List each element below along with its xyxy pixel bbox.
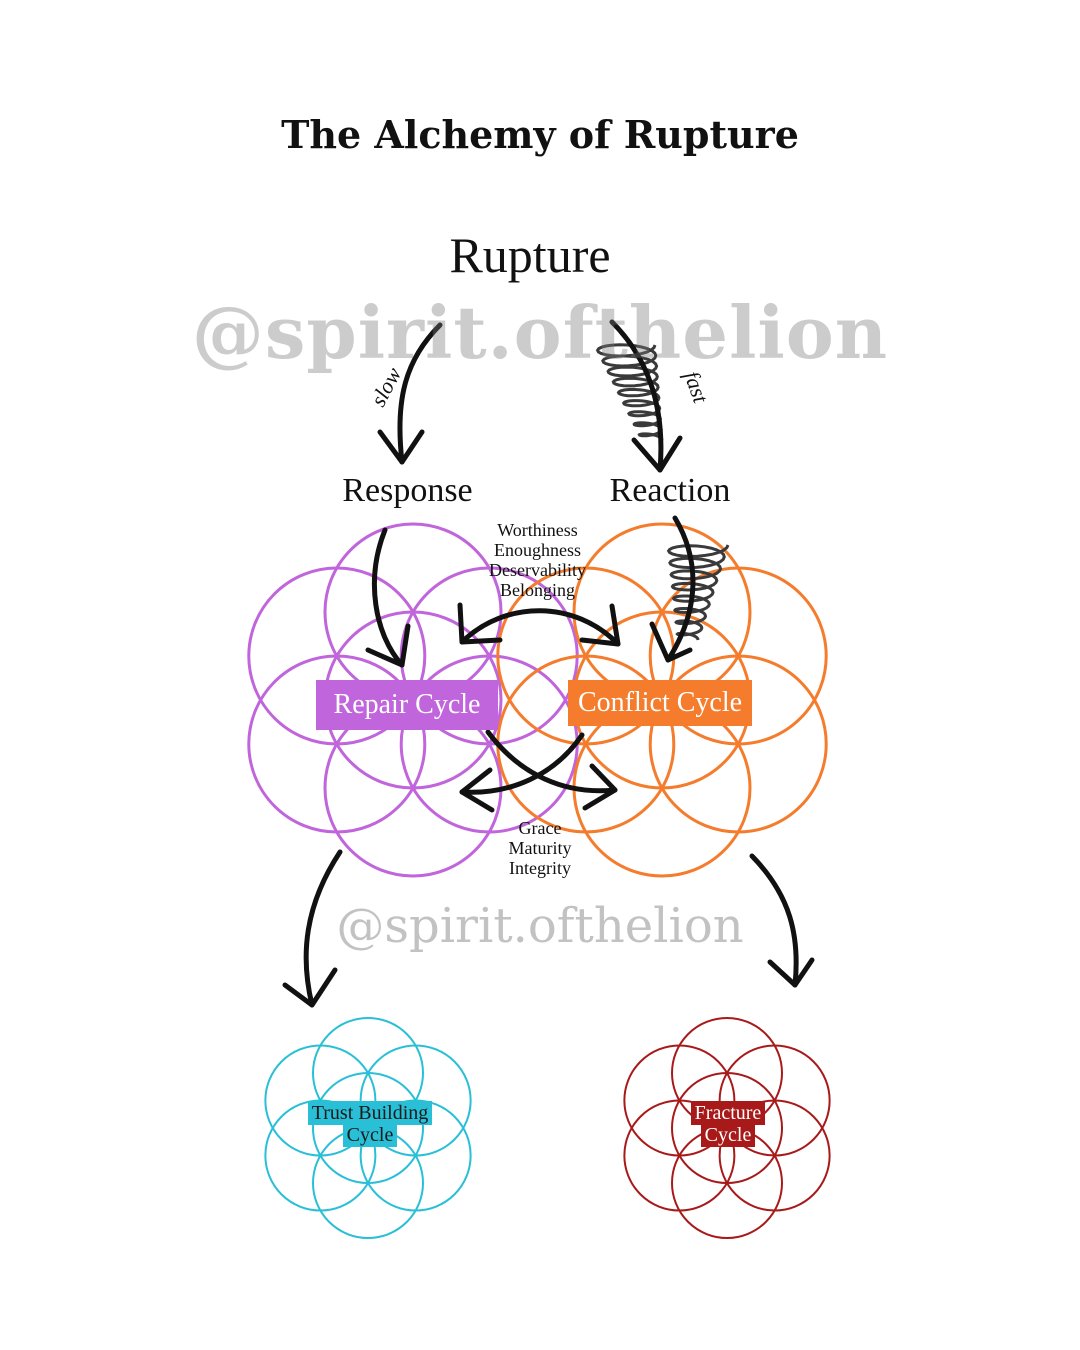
watermark-large: @spirit.ofthelion [191, 290, 889, 375]
conflict-to-fracture-arrow-icon [749, 853, 799, 988]
conflict-repair-cross-arrow-icon [459, 732, 585, 795]
trust-label-line: Cycle [342, 1123, 398, 1147]
arrowhead-icon [631, 435, 683, 473]
quality-item: Integrity [509, 858, 571, 878]
arrowhead-icon [649, 621, 693, 663]
quality-item: Belonging [500, 580, 575, 600]
response-node: Response [342, 472, 473, 509]
page-title: The Alchemy of Rupture [281, 112, 799, 157]
bottom-qualities-list: Grace Maturity Integrity [470, 818, 610, 878]
quality-item: Grace [518, 818, 562, 838]
trust-flower-of-life-icon [264, 1017, 472, 1239]
arrowhead-icon [579, 603, 621, 647]
flower-circle [718, 1099, 831, 1212]
flower-circle [359, 1099, 472, 1212]
reaction-node: Reaction [609, 472, 731, 509]
rupture-node: Rupture [449, 227, 611, 283]
repair-conflict-upper-arrow-icon [459, 608, 621, 647]
response-to-repair-arrow-icon [371, 527, 405, 668]
flower-circle [648, 654, 828, 834]
arrowhead-icon [767, 957, 815, 988]
repair-conflict-cross-arrow-icon [485, 729, 618, 794]
trust-label-line: Trust Building [307, 1101, 433, 1125]
flower-circle [718, 1044, 831, 1157]
arrowhead-icon [457, 602, 503, 645]
quality-item: Deservability [489, 560, 586, 580]
fracture-cycle-label: Fracture Cycle [678, 1101, 778, 1147]
conflict-cycle-label: Conflict Cycle [568, 680, 752, 726]
tornado-spiral-icon [595, 343, 664, 441]
quality-item: Maturity [508, 838, 572, 858]
arrowhead-icon [282, 967, 338, 1008]
repair-to-trust-arrow-icon [303, 849, 343, 1008]
flower-circle [648, 566, 828, 746]
arrowhead-icon [582, 763, 618, 811]
reaction-to-conflict-arrow-icon [665, 515, 696, 663]
spiral-stroke [666, 544, 730, 641]
fracture-label-line: Fracture [690, 1101, 766, 1125]
quality-item: Enoughness [494, 540, 581, 560]
fast-arrow-icon [609, 319, 664, 473]
flower-circle [359, 1044, 472, 1157]
trust-building-cycle-label: Trust Building Cycle [300, 1101, 440, 1147]
arrowhead-icon [377, 429, 425, 465]
slow-arrow-icon [397, 322, 443, 465]
top-qualities-list: Worthiness Enoughness Deservability Belo… [455, 520, 620, 600]
arrowhead-icon [365, 623, 411, 668]
tornado-spiral-icon [666, 544, 730, 641]
spiral-stroke [595, 343, 664, 441]
quality-item: Worthiness [497, 520, 578, 540]
fracture-label-line: Cycle [700, 1123, 756, 1147]
repair-cycle-label: Repair Cycle [316, 680, 498, 730]
watermark-small: @spirit.ofthelion [336, 898, 744, 954]
arrowhead-icon [459, 767, 495, 813]
